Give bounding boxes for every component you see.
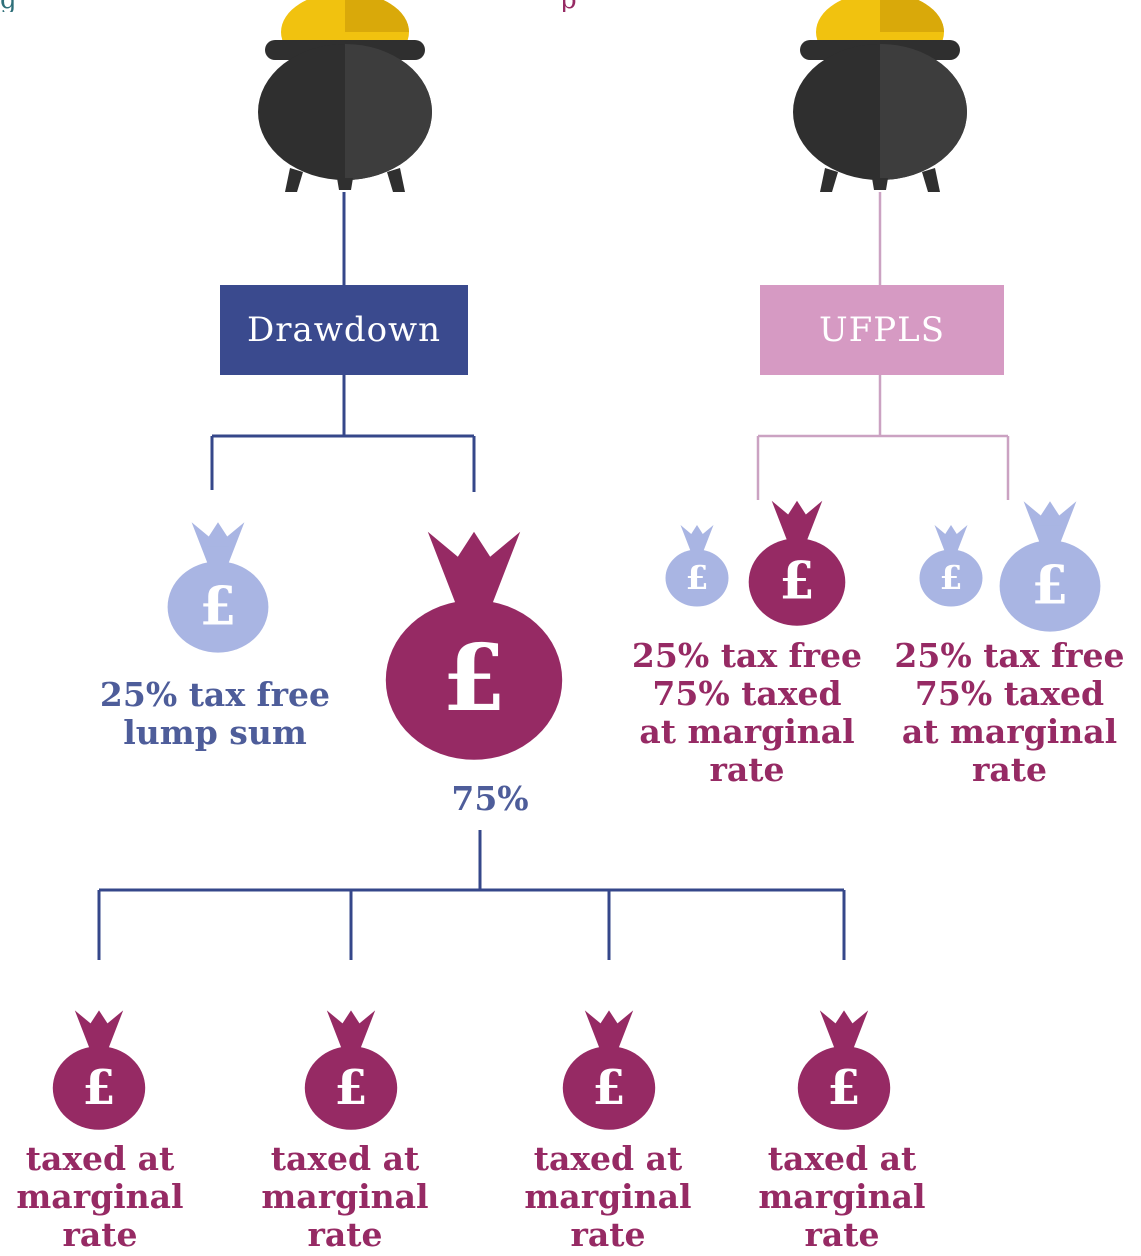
pound-symbol: £ — [940, 558, 963, 597]
pound-symbol: £ — [686, 558, 709, 597]
outcome-line1: taxed at — [25, 1139, 175, 1178]
pound-symbol: £ — [334, 1060, 367, 1116]
money-bag-icon: £ — [167, 522, 269, 653]
outcome-line2: marginal — [261, 1177, 429, 1216]
ufpls-label-line1: 25% tax free — [894, 636, 1125, 675]
outcome-line1: taxed at — [767, 1139, 917, 1178]
cutoff-heading: g p — [0, 0, 1141, 12]
drawdown-box: Drawdown — [220, 285, 468, 375]
pot-of-gold-icon — [258, 0, 432, 192]
ufpls-label-line1: 25% tax free — [631, 636, 863, 675]
ufpls-box: UFPLS — [760, 285, 1004, 375]
remainder-label: 75% — [451, 779, 529, 818]
outcome-label: taxed at marginal rate — [508, 1140, 708, 1254]
money-bag-icon: £ — [748, 500, 846, 626]
lump-sum-label-line1: 25% tax free — [99, 675, 331, 714]
outcome-line3: rate — [804, 1215, 880, 1254]
ufpls-label-line3: at marginal — [901, 712, 1118, 751]
outcome-line3: rate — [570, 1215, 646, 1254]
money-bag-icon: £ — [999, 501, 1101, 632]
pound-symbol: £ — [82, 1060, 115, 1116]
outcome-line2: marginal — [16, 1177, 184, 1216]
cutoff-heading-left: g — [0, 0, 17, 12]
pound-symbol: £ — [200, 575, 237, 637]
ufpls-label-line4: rate — [971, 750, 1047, 789]
bags: £ £ £ £ £ £ £ £ £ £ — [52, 500, 1101, 1130]
ufpls-label-line4: rate — [709, 750, 785, 789]
money-bag-icon: £ — [919, 525, 983, 607]
pot-of-gold-icon — [793, 0, 967, 192]
outcome-label: taxed at marginal rate — [0, 1140, 200, 1254]
cutoff-heading-right: p — [560, 0, 577, 12]
ufpls-label-line2: 75% taxed — [652, 674, 842, 713]
outcome-label: taxed at marginal rate — [742, 1140, 942, 1254]
money-bag-icon: £ — [665, 525, 729, 607]
ufpls-connectors — [756, 192, 1010, 500]
money-bag-icon: £ — [562, 1010, 656, 1130]
pound-symbol: £ — [1032, 554, 1069, 616]
outcome-line1: taxed at — [270, 1139, 420, 1178]
outcome-line2: marginal — [758, 1177, 926, 1216]
money-bag-icon: £ — [304, 1010, 398, 1130]
lump-sum-label-line2: lump sum — [123, 713, 307, 752]
ufpls-group-label: 25% tax free 75% taxed at marginal rate — [878, 637, 1141, 789]
money-bag-icon: £ — [52, 1010, 146, 1130]
ufpls-group-label: 25% tax free 75% taxed at marginal rate — [612, 637, 882, 789]
outcome-line3: rate — [62, 1215, 138, 1254]
outcome-line1: taxed at — [533, 1139, 683, 1178]
outcome-label: taxed at marginal rate — [245, 1140, 445, 1254]
lump-sum-label: 25% tax free lump sum — [40, 676, 390, 752]
ufpls-label-line3: at marginal — [639, 712, 855, 751]
ufpls-label-line2: 75% taxed — [914, 674, 1105, 713]
outcome-line2: marginal — [524, 1177, 692, 1216]
pound-symbol: £ — [442, 624, 506, 732]
money-bag-icon: £ — [385, 531, 563, 760]
pots — [258, 0, 967, 192]
outcome-line3: rate — [307, 1215, 383, 1254]
pound-symbol: £ — [779, 552, 815, 612]
pound-symbol: £ — [592, 1060, 625, 1116]
pound-symbol: £ — [827, 1060, 860, 1116]
money-bag-icon: £ — [797, 1010, 891, 1130]
drawdown-connectors — [97, 192, 846, 960]
